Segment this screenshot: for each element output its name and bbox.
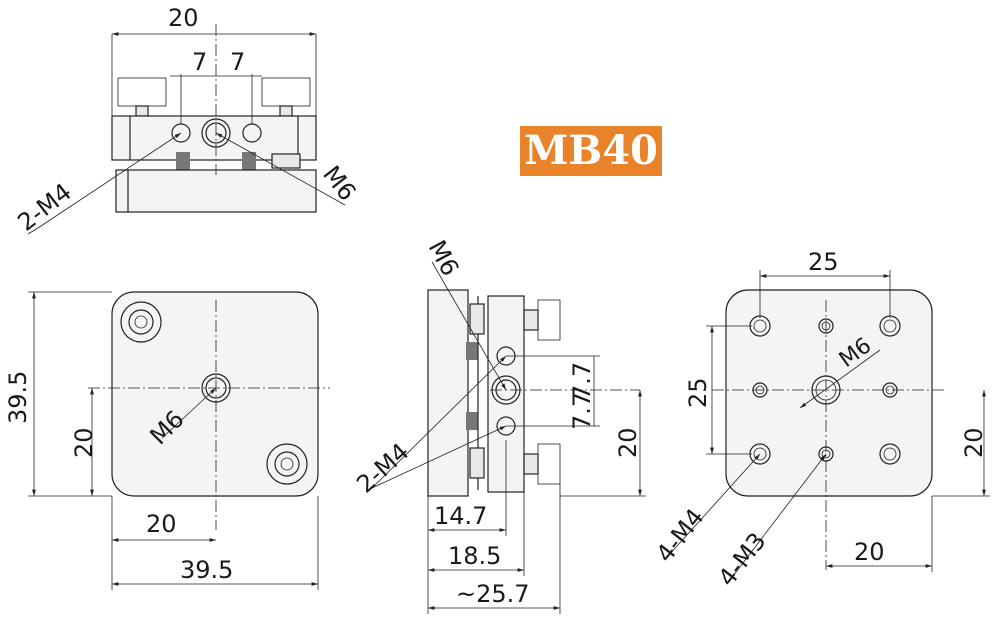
top-dim-width: 20 [168, 4, 199, 32]
front-dim-inner-width: 20 [146, 510, 177, 538]
base-plate [115, 169, 317, 213]
side-label-m6: M6 [423, 236, 465, 281]
back-label-4m4: 4-M4 [651, 503, 710, 567]
back-dim-right: 20 [960, 427, 988, 458]
front-dim-width: 39.5 [180, 556, 233, 584]
front-dim-height: 39.5 [4, 371, 32, 424]
back-view: 25 25 20 20 M6 4-M4 4-M3 [651, 248, 990, 592]
side-dim-14-7: 14.7 [434, 502, 487, 530]
top-dim-right: 7 [230, 48, 245, 76]
front-dim-inner-height: 20 [70, 427, 98, 458]
front-plate [111, 291, 319, 497]
front-view: 39.5 20 20 39.5 M6 [4, 291, 330, 590]
back-plate [725, 289, 933, 497]
model-title-badge: MB40 [520, 126, 662, 176]
left-knob [117, 77, 167, 107]
top-dim-left: 7 [192, 48, 207, 76]
top-label-2m4: 2-M4 [12, 178, 76, 237]
top-label-m6: M6 [317, 160, 361, 206]
back-dim-bottom: 20 [854, 538, 885, 566]
side-base [427, 289, 469, 497]
right-knob [261, 77, 311, 107]
top-view: 20 7 7 2-M4 M6 [12, 4, 361, 237]
side-dim-right: 20 [614, 427, 642, 458]
side-view: 7.7 7.7 20 14.7 18.5 ~25.7 M6 2-M4 [351, 236, 646, 614]
side-dim-lower: 7.7 [568, 392, 596, 430]
side-dim-18-5: 18.5 [448, 542, 501, 570]
side-dim-upper: 7.7 [568, 362, 596, 400]
side-dim-25-7: ~25.7 [456, 580, 530, 608]
side-label-2m4: 2-M4 [351, 438, 414, 499]
back-dim-top: 25 [808, 248, 839, 276]
back-dim-left: 25 [684, 377, 712, 408]
